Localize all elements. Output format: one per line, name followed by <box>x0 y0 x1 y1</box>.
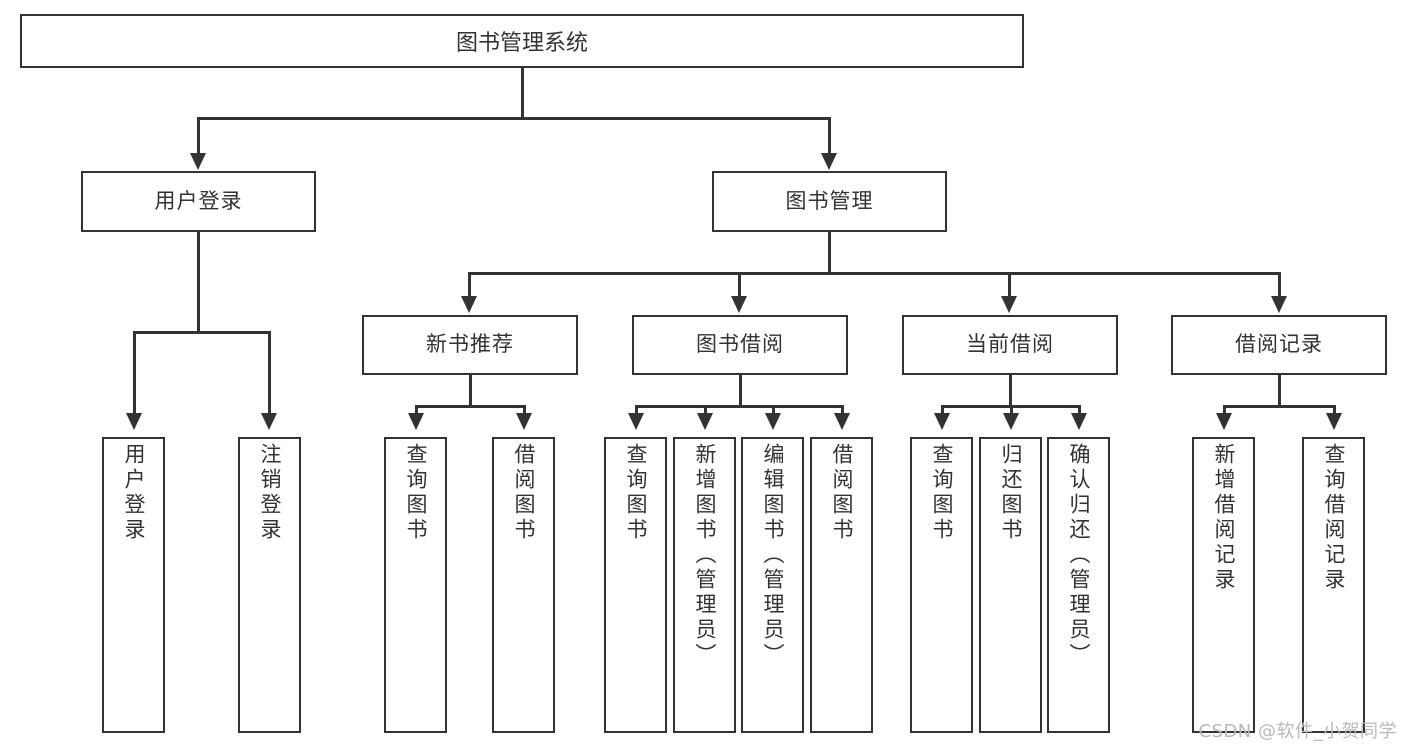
node-label: 新书推荐 <box>426 332 514 357</box>
edge-book-borrow-to-leaf-2 <box>772 405 775 417</box>
leaf-book-borrow-1[interactable]: 新增图书（管理员） <box>673 437 736 733</box>
node-label: 借阅记录 <box>1235 332 1323 357</box>
node-label: 新增图书（管理员） <box>693 443 717 668</box>
leaf-current-borrow-2[interactable]: 确认归还（管理员） <box>1047 437 1110 733</box>
edge-user-login-splitter <box>133 331 271 334</box>
edge-to-current-borrow <box>1008 272 1011 300</box>
node-label: 新增借阅记录 <box>1212 443 1236 593</box>
arrowhead-user-login-leaf <box>126 413 142 430</box>
node-label: 查询图书 <box>930 443 954 543</box>
edge-to-user-login-leaf <box>133 331 136 417</box>
node-label: 当前借阅 <box>966 332 1054 357</box>
arrowhead-book-borrow-leaf-3 <box>834 413 850 430</box>
edge-book-mgmt-splitter <box>468 272 1280 275</box>
node-current-borrow[interactable]: 当前借阅 <box>902 315 1118 375</box>
node-label: 用户登录 <box>122 443 146 543</box>
edge-root-splitter <box>197 117 831 120</box>
edge-new-book-to-leaf-1 <box>523 405 526 417</box>
edge-borrow-record-to-leaf-1 <box>1333 405 1336 417</box>
edge-borrow-record-to-leaf-0 <box>1223 405 1226 417</box>
edge-root-stem <box>521 68 524 118</box>
arrowhead-book-mgmt <box>821 153 837 170</box>
edge-user-login-stem <box>197 232 200 333</box>
node-label: 确认归还（管理员） <box>1067 443 1091 668</box>
edge-book-borrow-to-leaf-0 <box>635 405 638 417</box>
edge-current-borrow-to-leaf-2 <box>1078 405 1081 417</box>
node-label: 用户登录 <box>154 188 243 213</box>
edge-root-to-book-mgmt <box>828 117 831 157</box>
leaf-current-borrow-1[interactable]: 归还图书 <box>979 437 1042 733</box>
edge-current-borrow-to-leaf-1 <box>1010 405 1013 417</box>
arrowhead-user-login <box>190 153 206 170</box>
arrowhead-current-borrow <box>1001 296 1017 313</box>
arrowhead-book-borrow <box>731 296 747 313</box>
edge-root-to-user-login <box>197 117 200 157</box>
node-borrow-record[interactable]: 借阅记录 <box>1171 315 1387 375</box>
leaf-book-borrow-2[interactable]: 编辑图书（管理员） <box>741 437 804 733</box>
edge-book-borrow-to-leaf-3 <box>841 405 844 417</box>
leaf-book-borrow-3[interactable]: 借阅图书 <box>810 437 873 733</box>
edge-new-book-splitter <box>415 405 525 408</box>
node-new-book-recommend[interactable]: 新书推荐 <box>362 315 578 375</box>
arrowhead-new-book <box>461 296 477 313</box>
edge-new-book-stem <box>469 375 472 407</box>
edge-book-borrow-stem <box>739 375 742 407</box>
edge-borrow-record-stem <box>1278 375 1281 407</box>
node-label: 图书管理 <box>785 188 874 213</box>
arrowhead-new-book-leaf-0 <box>408 413 424 430</box>
node-user-login[interactable]: 用户登录 <box>81 171 316 232</box>
csdn-watermark: CSDN @软件_小贺同学 <box>1198 721 1397 742</box>
node-label: 查询借阅记录 <box>1322 443 1346 593</box>
leaf-new-book-0[interactable]: 查询图书 <box>384 437 447 733</box>
node-label: 查询图书 <box>624 443 648 543</box>
leaf-user-login-0[interactable]: 用户登录 <box>102 437 165 733</box>
arrowhead-current-borrow-leaf-1 <box>1003 413 1019 430</box>
edge-book-borrow-splitter <box>635 405 843 408</box>
node-book-borrow[interactable]: 图书借阅 <box>632 315 848 375</box>
node-book-management[interactable]: 图书管理 <box>712 171 947 232</box>
node-label: 借阅图书 <box>830 443 854 543</box>
node-label: 借阅图书 <box>512 443 536 543</box>
node-label: 编辑图书（管理员） <box>761 443 785 668</box>
edge-current-borrow-stem <box>1009 375 1012 407</box>
edge-book-borrow-to-leaf-1 <box>704 405 707 417</box>
node-label: 注销登录 <box>258 443 282 543</box>
arrowhead-book-borrow-leaf-1 <box>697 413 713 430</box>
leaf-current-borrow-0[interactable]: 查询图书 <box>910 437 973 733</box>
arrowhead-borrow-record <box>1271 296 1287 313</box>
node-label: 图书借阅 <box>696 332 784 357</box>
arrowhead-borrow-record-leaf-0 <box>1216 413 1232 430</box>
leaf-borrow-record-0[interactable]: 新增借阅记录 <box>1192 437 1255 733</box>
arrowhead-book-borrow-leaf-0 <box>628 413 644 430</box>
arrowhead-current-borrow-leaf-0 <box>934 413 950 430</box>
edge-borrow-record-splitter <box>1223 405 1335 408</box>
edge-to-borrow-record <box>1278 272 1281 300</box>
node-label: 归还图书 <box>999 443 1023 543</box>
node-root-system[interactable]: 图书管理系统 <box>20 14 1024 68</box>
leaf-user-login-1[interactable]: 注销登录 <box>238 437 301 733</box>
arrowhead-borrow-record-leaf-1 <box>1326 413 1342 430</box>
arrowhead-new-book-leaf-1 <box>516 413 532 430</box>
leaf-new-book-1[interactable]: 借阅图书 <box>492 437 555 733</box>
arrowhead-logout-leaf <box>261 413 277 430</box>
edge-new-book-to-leaf-0 <box>415 405 418 417</box>
edge-current-borrow-to-leaf-0 <box>941 405 944 417</box>
leaf-borrow-record-1[interactable]: 查询借阅记录 <box>1302 437 1365 733</box>
edge-book-mgmt-stem <box>828 232 831 274</box>
node-label: 图书管理系统 <box>455 31 588 56</box>
arrowhead-current-borrow-leaf-2 <box>1071 413 1087 430</box>
node-label: 查询图书 <box>404 443 428 543</box>
leaf-book-borrow-0[interactable]: 查询图书 <box>604 437 667 733</box>
edge-to-book-borrow <box>738 272 741 300</box>
edge-to-new-book <box>468 272 471 300</box>
arrowhead-book-borrow-leaf-2 <box>765 413 781 430</box>
edge-to-logout-leaf <box>268 331 271 417</box>
